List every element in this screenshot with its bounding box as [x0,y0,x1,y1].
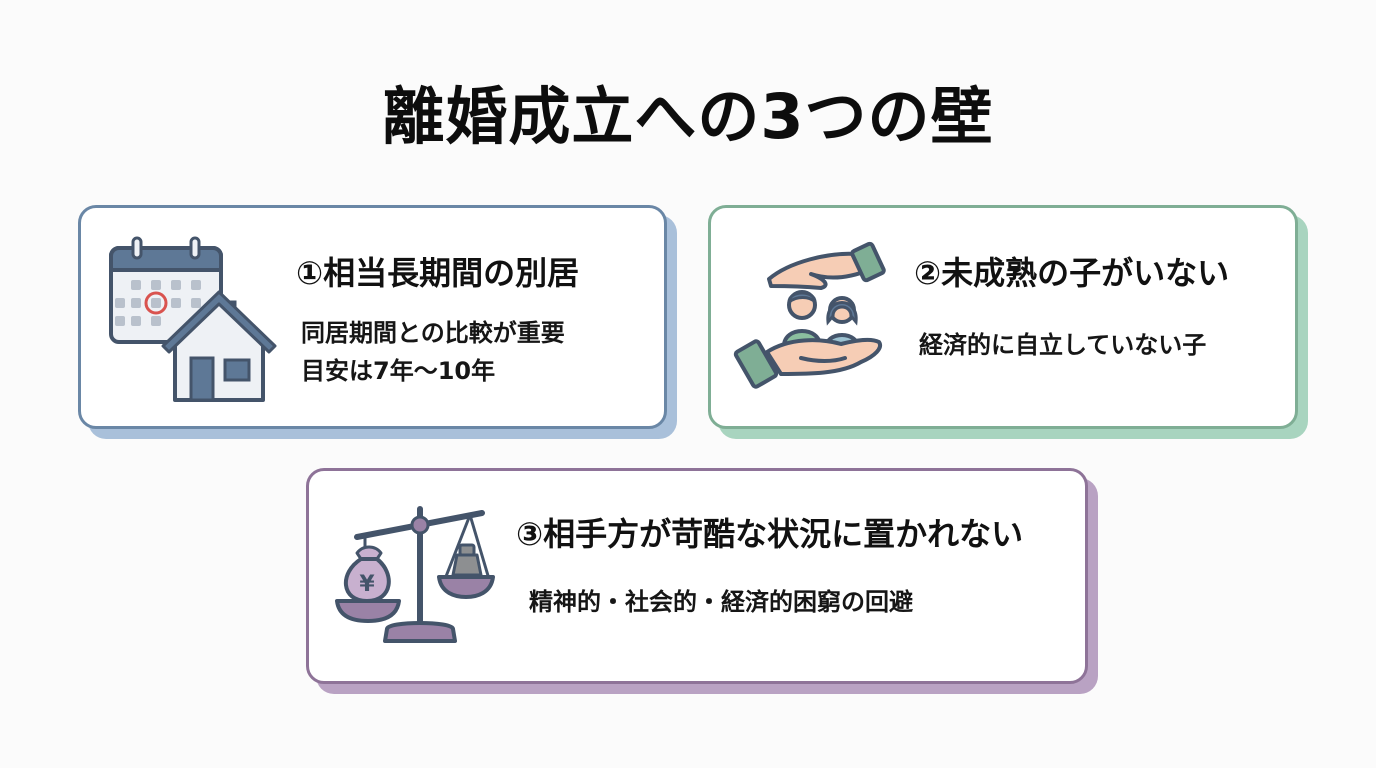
protecting-hands-children-icon [729,234,894,399]
description-line: 経済的に自立していない子 [919,331,1207,359]
description-line: 精神的・社会的・経済的困窮の回避 [529,588,913,616]
card-description: 経済的に自立していない子 [919,326,1206,364]
card-description: 精神的・社会的・経済的困窮の回避 [529,583,913,621]
card-heading: ②未成熟の子がいない [914,254,1230,292]
wall-card-hardship: ¥ ③相手方が苛酷な状況に置かれない 精神的・社会的・経済的困窮の回避 [306,468,1088,684]
calendar-house-icon [103,234,278,404]
wall-card-separation: ①相当長期間の別居 同居期間との比較が重要 目安は7年〜10年 [78,205,667,429]
card-heading: ③相手方が苛酷な状況に置かれない [516,515,1024,553]
card-heading: ①相当長期間の別居 [296,254,580,292]
description-line: 目安は7年〜10年 [301,357,496,385]
page-title: 離婚成立への3つの壁 [382,80,994,153]
description-line: 同居期間との比較が重要 [301,319,565,347]
svg-text:¥: ¥ [359,572,375,597]
balance-scale-money-icon: ¥ [327,501,497,651]
card-description: 同居期間との比較が重要 目安は7年〜10年 [301,314,565,390]
wall-card-minor-children: ②未成熟の子がいない 経済的に自立していない子 [708,205,1298,429]
